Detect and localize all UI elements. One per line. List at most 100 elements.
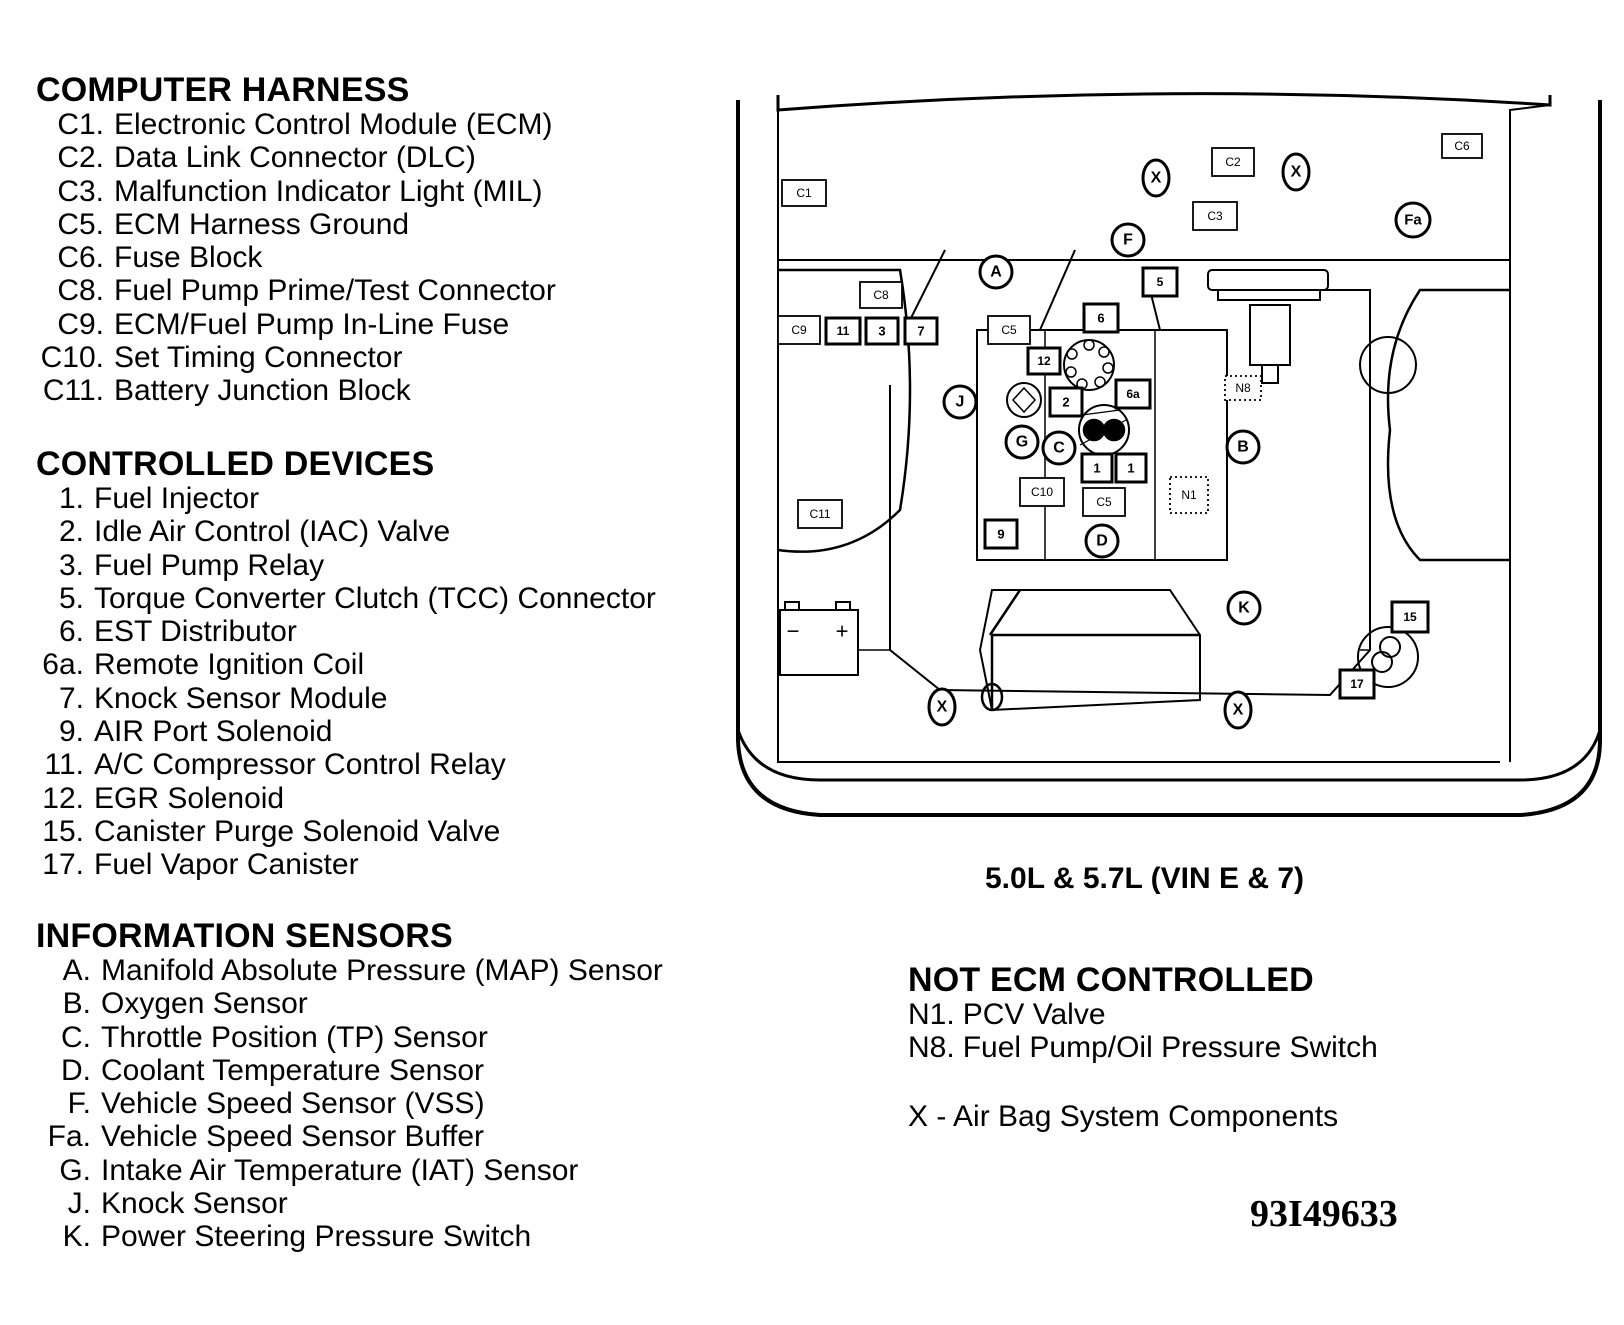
legend-item: 11. A/C Compressor Control Relay (36, 748, 656, 781)
legend-code: 6. (58, 615, 84, 649)
legend-item: A.Manifold Absolute Pressure (MAP) Senso… (36, 954, 663, 987)
device-1a-label: 1 (1093, 461, 1100, 476)
legend-code: Fa. (47, 1120, 91, 1154)
connector-c8-label: C8 (873, 288, 889, 302)
sensor-f-label: F (1123, 232, 1133, 249)
legend-code: F. (67, 1087, 91, 1121)
connector-c2-box (1211, 147, 1255, 177)
legend-item: 7.Knock Sensor Module (36, 682, 656, 715)
device-17-box (1338, 668, 1376, 700)
sensor-c-circle (1041, 430, 1077, 466)
legend-item: C.Throttle Position (TP) Sensor (36, 1021, 663, 1054)
connector-c11-box (797, 499, 843, 529)
legend-label: Fuel Pump Prime/Test Connector (114, 274, 556, 308)
legend-item: N8.Fuel Pump/Oil Pressure Switch (908, 1031, 1378, 1064)
connector-c10-box (1019, 477, 1065, 507)
connector-c5-lower-box (1082, 487, 1126, 517)
legend-item: 3.Fuel Pump Relay (36, 549, 656, 582)
device-12-label: 12 (1037, 354, 1051, 368)
connector-c1-label: C1 (796, 186, 812, 200)
legend-label: Throttle Position (TP) Sensor (101, 1020, 488, 1054)
connector-c2-label: C2 (1225, 155, 1241, 169)
legend-item: C5.ECM Harness Ground (36, 208, 556, 241)
device-15-box (1390, 600, 1430, 634)
sensor-a-label: A (990, 264, 1002, 281)
legend-label: A/C Compressor Control Relay (94, 748, 506, 782)
legend-item: G.Intake Air Temperature (IAT) Sensor (36, 1154, 663, 1187)
legend-label: Coolant Temperature Sensor (101, 1053, 484, 1087)
device-6a-label: 6a (1126, 387, 1140, 401)
information-sensors-list: A.Manifold Absolute Pressure (MAP) Senso… (36, 954, 663, 1254)
fuel-vapor-canister (1357, 626, 1419, 688)
airbag-component-x-label: X (1151, 170, 1162, 187)
legend-code: C5. (57, 207, 104, 241)
legend-label: Vehicle Speed Sensor (VSS) (101, 1087, 485, 1121)
connector-c1-box (781, 179, 827, 207)
legend-code: J. (67, 1187, 91, 1221)
legend-item: D.Coolant Temperature Sensor (36, 1054, 663, 1087)
legend-item: 2.Idle Air Control (IAC) Valve (36, 515, 656, 548)
legend-item: B. Oxygen Sensor (36, 987, 663, 1020)
legend-label: Fuel Pump/Oil Pressure Switch (962, 1031, 1378, 1065)
legend-item: C6.Fuse Block (36, 241, 556, 274)
legend-label: Idle Air Control (IAC) Valve (94, 515, 451, 549)
legend-code: C1. (57, 108, 104, 141)
device-9-box (983, 518, 1019, 550)
legend-code: 1. (58, 482, 84, 515)
computer-harness-section: COMPUTER HARNESS C1.Electronic Control M… (36, 72, 556, 408)
device-17-label: 17 (1350, 677, 1364, 691)
device-6-box (1082, 302, 1120, 334)
legend-item: 9.AIR Port Solenoid (36, 715, 656, 748)
airbag-component-x-ellipse (1281, 152, 1311, 192)
airbag-component-x-label: X (1291, 164, 1302, 181)
computer-harness-list: C1.Electronic Control Module (ECM)C2.Dat… (36, 108, 556, 408)
legend-code: B. (62, 987, 91, 1021)
legend-item: C1. Electronic Control Module (ECM) (36, 108, 556, 141)
device-2-box (1048, 386, 1084, 418)
legend-label: EST Distributor (94, 615, 297, 649)
airbag-component-x-ellipse (1141, 158, 1171, 198)
legend-label: ECM/Fuel Pump In-Line Fuse (114, 307, 510, 341)
right-fender-well (1386, 288, 1510, 562)
hood-line (776, 92, 1552, 112)
legend-label: Knock Sensor (101, 1187, 288, 1221)
air-cleaner (978, 589, 1201, 712)
battery (779, 609, 859, 676)
legend-code: N1. (908, 998, 955, 1031)
legend-code: 11. (44, 748, 84, 782)
legend-item: 6. EST Distributor (36, 615, 656, 648)
legend-label: Vehicle Speed Sensor Buffer (101, 1120, 485, 1154)
legend-code: K. (62, 1220, 91, 1254)
legend-code: C3. (57, 174, 104, 208)
connector-c8-box (859, 281, 903, 309)
battery-negative-terminal-label: − (787, 619, 800, 644)
legend-code: N8. (908, 1031, 955, 1065)
non-ecm-n8-label: N8 (1235, 381, 1251, 395)
legend-code: C2. (57, 141, 104, 175)
sensor-g-circle (1004, 424, 1040, 460)
legend-label: Electronic Control Module (ECM) (114, 108, 553, 141)
legend-label: Oxygen Sensor (101, 987, 308, 1021)
legend-code: C6. (57, 241, 104, 275)
legend-code: 15. (42, 814, 84, 848)
device-1b-label: 1 (1127, 461, 1134, 476)
device-3-label: 3 (878, 324, 885, 339)
legend-label: AIR Port Solenoid (94, 715, 333, 749)
legend-code: 12. (42, 781, 84, 815)
sensor-b-label: B (1237, 439, 1249, 456)
legend-item: K.Power Steering Pressure Switch (36, 1220, 663, 1253)
airbag-component-x-ellipse (1223, 690, 1253, 730)
device-15-label: 15 (1403, 610, 1417, 624)
legend-label: Canister Purge Solenoid Valve (94, 814, 501, 848)
legend-item: Fa. Vehicle Speed Sensor Buffer (36, 1120, 663, 1153)
information-sensors-section: INFORMATION SENSORS A.Manifold Absolute … (36, 918, 663, 1254)
legend-code: C11. (42, 374, 104, 408)
connector-c3-box (1192, 201, 1238, 231)
legend-item: J. Knock Sensor (36, 1187, 663, 1220)
legend-item: 17.Fuel Vapor Canister (36, 848, 656, 881)
device-7-box (903, 316, 939, 346)
legend-code: G. (59, 1153, 91, 1187)
engine-caption: 5.0L & 5.7L (VIN E & 7) (985, 862, 1304, 895)
sensor-j-circle (942, 384, 978, 420)
